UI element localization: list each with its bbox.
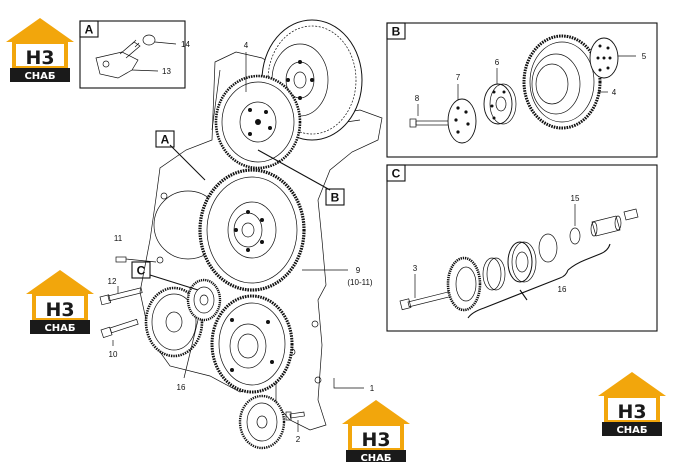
camshaft-gear (214, 74, 302, 170)
panel-b-part-8: 8 (415, 94, 420, 103)
callout-letter-b: B (331, 191, 340, 205)
logo-h3-text: H3 (45, 299, 74, 321)
logo-snab-text: СНАБ (44, 323, 75, 334)
part-number-2: 2 (296, 435, 301, 444)
bolt-12 (99, 287, 143, 306)
detail-panel-c: C 15 3 16 (386, 164, 658, 332)
part-number-9-reference: (10-11) (347, 278, 373, 287)
lower-idler-gear (210, 294, 294, 394)
pin-11 (115, 256, 127, 263)
bolt-2 (285, 411, 305, 421)
panel-b-part-7: 7 (456, 73, 461, 82)
part-number-12: 12 (108, 277, 117, 286)
logo-bottom-right: H3 СНАБ (598, 372, 666, 436)
part-number-1: 1 (370, 384, 375, 393)
logo-bottom-center: H3 СНАБ (342, 400, 410, 462)
main-assembly: A B C 4 11 12 10 9 (10-11) 16 1 2 (99, 19, 383, 450)
part-number-11: 11 (114, 234, 123, 243)
callout-letter-c: C (137, 264, 146, 278)
logo-snab-text: СНАБ (360, 453, 391, 462)
part-number-10: 10 (109, 350, 118, 359)
part-number-4: 4 (244, 41, 249, 50)
small-bearing-gear (186, 278, 222, 322)
detail-panel-b: B (386, 22, 658, 158)
panel-b-letter: B (392, 25, 401, 39)
logo-snab-text: СНАБ (616, 425, 647, 436)
panel-a-part-14: 14 (181, 40, 190, 49)
panel-c-part-3: 3 (413, 264, 418, 273)
part-number-9: 9 (356, 266, 361, 275)
callout-letter-a: A (161, 133, 170, 147)
timing-gear-cover-plate (139, 51, 383, 431)
logo-h3-text: H3 (617, 401, 646, 423)
panel-a-letter: A (85, 23, 94, 37)
panel-c-letter: C (392, 167, 401, 181)
logo-h3-text: H3 (361, 429, 390, 451)
bottom-pump-gear (238, 394, 286, 450)
logo-top-left: H3 СНАБ (6, 18, 74, 82)
logo-h3-text: H3 (25, 47, 54, 69)
logo-mid-left: H3 СНАБ (26, 270, 94, 334)
part-number-16: 16 (177, 383, 186, 392)
panel-c-part-15: 15 (571, 194, 580, 203)
detail-panel-a: A 14 13 (79, 20, 190, 89)
panel-b-part-4: 4 (612, 88, 617, 97)
panel-b-part-6: 6 (495, 58, 500, 67)
panel-b-part-5: 5 (642, 52, 647, 61)
logo-snab-text: СНАБ (24, 71, 55, 82)
panel-c-part-16: 16 (558, 285, 567, 294)
panel-a-part-13: 13 (162, 67, 171, 76)
large-idler-gear (198, 168, 306, 292)
bolt-10 (100, 318, 139, 339)
